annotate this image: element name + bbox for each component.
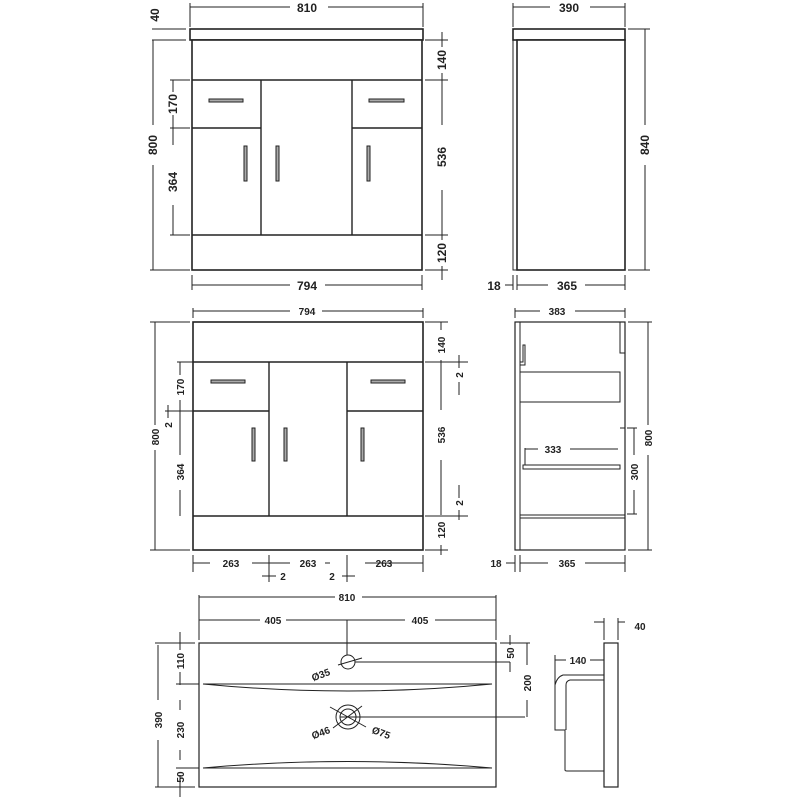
- dim-label: 263: [223, 559, 240, 570]
- dim-label: 2: [164, 422, 175, 428]
- basin-side-view: 40 140: [554, 618, 646, 788]
- dim-label: 50: [506, 647, 517, 659]
- drawer-handle: [210, 379, 246, 384]
- dim-label: 364: [166, 172, 180, 192]
- dim-label: 300: [630, 463, 641, 480]
- side-view: 390 840 18 365: [487, 1, 652, 293]
- dim-label: 810: [297, 1, 317, 15]
- dim-label: 2: [329, 572, 335, 583]
- dim-label: 364: [176, 463, 187, 480]
- dim-label: 390: [154, 711, 165, 728]
- door-handle: [251, 427, 256, 462]
- dim-label: 50: [176, 771, 187, 783]
- dim-label: 800: [644, 429, 655, 446]
- dim-label: 40: [634, 622, 646, 633]
- door-handle: [360, 427, 365, 462]
- dim-label: 170: [176, 378, 187, 395]
- door-handle: [243, 145, 248, 182]
- front-view: 810 40 800 170 364 140 536 120 794: [146, 1, 449, 293]
- dim-label: 40: [148, 8, 162, 22]
- drawer-handle: [370, 379, 406, 384]
- dim-label: 383: [549, 307, 566, 318]
- dim-label: 794: [299, 307, 316, 318]
- dim-label: 18: [490, 559, 502, 570]
- dim-label: 120: [435, 243, 449, 263]
- worktop: [189, 28, 424, 41]
- door-handle: [366, 145, 371, 182]
- door-handle: [283, 427, 288, 462]
- dim-label: 800: [146, 135, 160, 155]
- dim-label: 365: [557, 279, 577, 293]
- dim-label: 140: [437, 336, 448, 353]
- dim-label: 263: [376, 559, 393, 570]
- dim-label: 263: [300, 559, 317, 570]
- dim-label: 390: [559, 1, 579, 15]
- dim-label: 170: [166, 94, 180, 114]
- dim-label: 110: [176, 652, 187, 669]
- dim-label: 800: [151, 428, 162, 445]
- dim-label: 536: [435, 147, 449, 167]
- dim-label: 140: [435, 50, 449, 70]
- dim-label: 536: [437, 426, 448, 443]
- waste-inner: [339, 708, 357, 726]
- waste-outer: [335, 704, 361, 730]
- drawer-handle: [208, 98, 244, 103]
- dim-label: 120: [437, 521, 448, 538]
- dim-label: 794: [297, 279, 317, 293]
- dim-label: 230: [176, 721, 187, 738]
- drawer-handle: [368, 98, 405, 103]
- dim-label: 333: [545, 445, 562, 456]
- dim-label: 140: [570, 656, 587, 667]
- dim-label: 200: [523, 674, 534, 691]
- door-handle: [275, 145, 280, 182]
- dim-label: 2: [455, 372, 466, 378]
- carcass-side-view: 383 800 333 300 18 365: [490, 307, 655, 572]
- dim-label: 365: [559, 559, 576, 570]
- tap-hole: [340, 654, 356, 670]
- cabinet-body: [191, 39, 423, 271]
- dim-label: 840: [638, 135, 652, 155]
- dim-label: 405: [412, 616, 429, 627]
- dim-label: 810: [339, 593, 356, 604]
- dim-label: 18: [487, 279, 501, 293]
- dim-label: 2: [455, 500, 466, 506]
- dim-label: 405: [265, 616, 282, 627]
- carcass-front-view: 794 800 170 2 364 140 2 536 2 120 263 26…: [150, 307, 468, 583]
- dim-label: 2: [280, 572, 286, 583]
- basin-top-view: 810 405 405 390 110 230 50 50 200 Ø35 Ø4…: [154, 593, 534, 797]
